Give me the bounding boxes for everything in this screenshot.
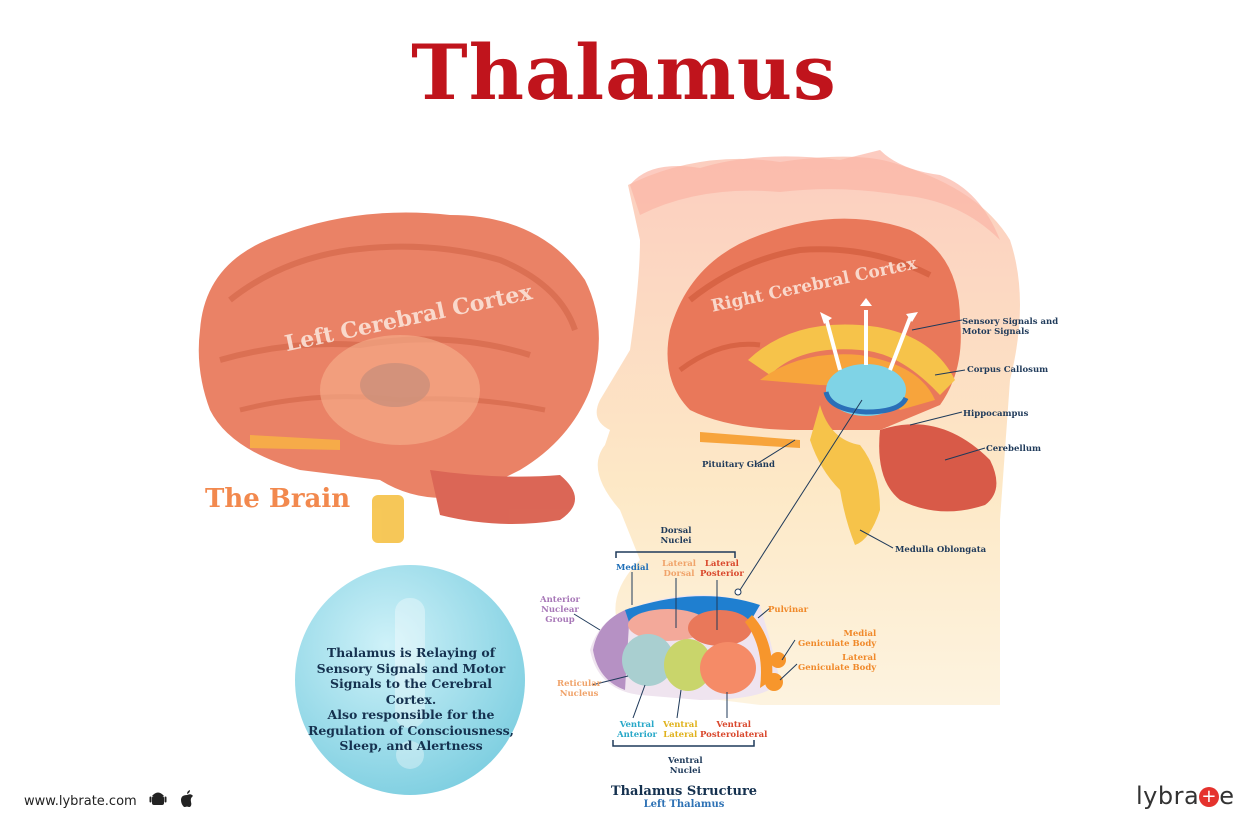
info-text: Thalamus is Relaying of Sensory Signals …	[306, 645, 516, 754]
label-medial-geniculate-body: Medial Geniculate Body	[798, 629, 877, 649]
label-lateral-geniculate-body: Lateral Geniculate Body	[798, 653, 877, 673]
hair-tuft	[630, 150, 1000, 240]
label-ventral-nuclei: Ventral Nuclei	[668, 756, 703, 776]
label-hippocampus: Hippocampus	[963, 409, 1029, 419]
brain-caption: The Brain	[205, 484, 351, 514]
info-bubble	[295, 565, 525, 795]
label-medial: Medial	[616, 563, 649, 573]
label-anterior-nuclear-group: Anterior Nuclear Group	[540, 595, 580, 625]
website-link[interactable]: www.lybrate.com	[24, 790, 195, 809]
label-ventral-posterolateral: Ventral Posterolateral	[700, 720, 768, 740]
left-brain	[198, 212, 599, 543]
label-medulla-oblongata: Medulla Oblongata	[895, 545, 987, 555]
apple-icon[interactable]	[179, 790, 195, 808]
structure-subtitle: Left Thalamus	[643, 799, 725, 810]
label-pulvinar: Pulvinar	[768, 605, 809, 615]
label-dorsal-nuclei: Dorsal Nuclei	[660, 526, 692, 546]
label-lateral-posterior: Lateral Posterior	[700, 559, 744, 579]
label-sensory-motor-signals: Sensory Signals and Motor Signals	[962, 317, 1059, 337]
plus-icon: +	[1199, 787, 1220, 807]
label-pituitary-gland: Pituitary Gland	[702, 460, 775, 470]
label-ventral-anterior: Ventral Anterior	[617, 720, 657, 740]
label-lateral-dorsal: Lateral Dorsal	[662, 559, 697, 579]
label-corpus-callosum: Corpus Callosum	[967, 365, 1049, 375]
thalamus-structure	[590, 595, 786, 700]
label-reticular-nucleus: Reticular Nucleus	[557, 679, 602, 699]
label-leaders	[739, 319, 986, 591]
label-cerebellum: Cerebellum	[986, 444, 1042, 454]
thalamus-highlight	[826, 364, 906, 416]
page-title: Thalamus	[411, 28, 837, 117]
info-text-body: Thalamus is Relaying of Sensory Signals …	[307, 645, 515, 753]
lybrate-logo[interactable]: lybra+e	[1136, 782, 1234, 810]
structure-title: Thalamus Structure	[610, 784, 758, 799]
logo-tail: e	[1219, 782, 1235, 810]
android-icon[interactable]	[149, 790, 167, 808]
logo-text: lybra	[1136, 782, 1200, 810]
right-brain	[667, 218, 997, 545]
website-text: www.lybrate.com	[24, 794, 137, 809]
label-ventral-lateral: Ventral Lateral	[663, 720, 698, 740]
